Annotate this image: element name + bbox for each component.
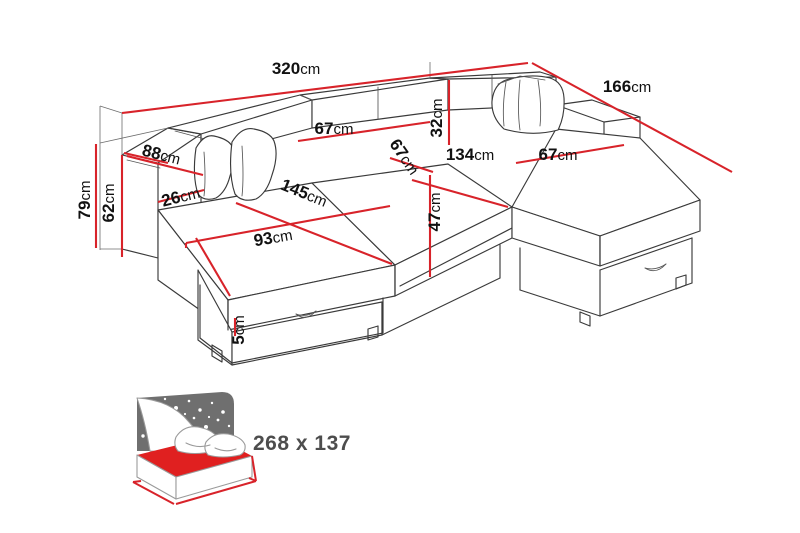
label-79cm: 79cm — [75, 181, 94, 220]
left-chaise — [157, 182, 396, 366]
left-cushions — [193, 127, 277, 201]
dim-line-26 — [157, 188, 205, 204]
dim-line-93 — [185, 204, 391, 245]
label-5cm: 5cm — [229, 315, 248, 344]
label-67cm-middle: 67cm — [315, 119, 354, 138]
dim-line-145 — [235, 202, 393, 265]
label-320cm: 320cm — [272, 59, 320, 78]
bed-dim-arrow-length — [132, 481, 175, 505]
dim-line-67-corner — [389, 157, 434, 173]
bed-dim-arrow-width — [175, 480, 257, 505]
label-62cm: 62cm — [99, 184, 118, 223]
right-cushion — [491, 75, 565, 134]
label-88cm: 88cm — [140, 141, 182, 169]
label-47cm: 47cm — [425, 193, 444, 232]
dimension-lines — [94, 61, 733, 336]
dim-line-67-right — [515, 143, 625, 165]
sleeping-area-label: 268 x 137 — [253, 432, 351, 455]
dim-line-134 — [411, 178, 509, 209]
dim-line-166 — [531, 62, 733, 173]
label-166cm: 166cm — [603, 77, 651, 96]
label-32cm: 32cm — [427, 99, 446, 138]
label-93cm: 93cm — [252, 225, 294, 250]
dim-line-67-mid — [297, 120, 431, 143]
sofa-illustration — [121, 71, 701, 366]
dimension-extension-lines — [99, 62, 431, 250]
dim-line-88 — [123, 151, 169, 165]
dimension-labels: 320cm 166cm 67cm 32cm 67cm 134cm 67cm 47… — [75, 59, 651, 345]
bed-icon — [132, 392, 257, 505]
label-134cm: 134cm — [446, 145, 494, 164]
dim-line-320 — [121, 61, 529, 115]
label-26cm: 26cm — [159, 183, 201, 211]
label-67cm-right: 67cm — [539, 145, 578, 164]
